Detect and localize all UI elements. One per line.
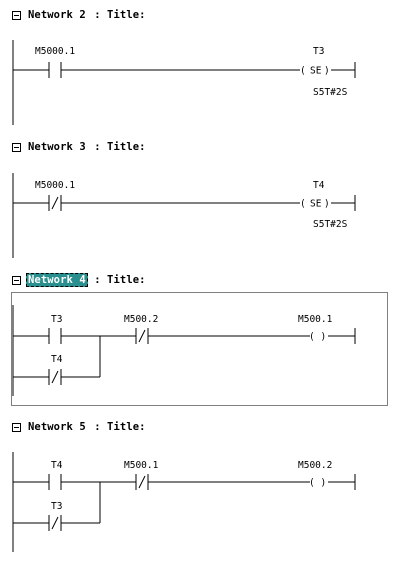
- nc-contact[interactable]: [48, 195, 62, 211]
- contact-label: M5000.1: [35, 180, 75, 191]
- coil-label: T3: [313, 46, 324, 57]
- collapse-toggle-icon[interactable]: [12, 10, 21, 20]
- network-3-header[interactable]: Network 3 : Title:: [12, 140, 146, 154]
- coil-text: SE: [310, 199, 322, 210]
- network-2-rung: M5000.1 ( SE ) T3 S5T#2S: [12, 40, 356, 125]
- network-3-rung: M5000.1 ( SE ) T4 S5T#2S: [12, 173, 356, 258]
- timer-coil[interactable]: ( SE ): [300, 66, 330, 77]
- coil-text: ( ): [309, 478, 326, 489]
- network-4-title[interactable]: Network 4 : Title:: [26, 273, 146, 287]
- network-2-title[interactable]: Network 2 : Title:: [28, 9, 146, 21]
- coil-text: ( ): [309, 332, 326, 343]
- contact-label: T3: [51, 501, 62, 512]
- coil-text: SE: [310, 66, 322, 77]
- coil-param: S5T#2S: [313, 87, 348, 98]
- network-5-rung: T4 T3 M500.1 ( ) M500.2: [12, 452, 356, 552]
- coil-label: M500.1: [298, 314, 333, 325]
- contact-label: T3: [51, 314, 62, 325]
- network-4-selection-frame[interactable]: [11, 292, 388, 406]
- output-coil[interactable]: ( ): [309, 332, 326, 343]
- contact-label: T4: [51, 354, 63, 365]
- contact-label: T4: [51, 460, 63, 471]
- network-4-rung: T3 T4 M500.2 ( ) M500.1: [12, 305, 356, 396]
- network-5-header[interactable]: Network 5 : Title:: [12, 420, 146, 434]
- network-5-title[interactable]: Network 5 : Title:: [28, 421, 146, 433]
- coil-open-paren: (: [300, 66, 306, 77]
- nc-contact[interactable]: [48, 369, 62, 385]
- network-2-header[interactable]: Network 2 : Title:: [12, 8, 146, 22]
- contact-label: M500.1: [124, 460, 159, 471]
- nc-contact[interactable]: [135, 474, 149, 490]
- nc-contact[interactable]: [48, 515, 62, 531]
- no-contact[interactable]: [48, 62, 62, 78]
- coil-param: S5T#2S: [313, 219, 348, 230]
- coil-close-paren: ): [324, 66, 330, 77]
- coil-close-paren: ): [324, 199, 330, 210]
- coil-label: M500.2: [298, 460, 332, 471]
- network-4-header[interactable]: Network 4 : Title:: [12, 273, 146, 287]
- timer-coil[interactable]: ( SE ): [300, 199, 330, 210]
- coil-open-paren: (: [300, 199, 306, 210]
- network-3-title[interactable]: Network 3 : Title:: [28, 141, 146, 153]
- no-contact[interactable]: [48, 474, 62, 490]
- coil-label: T4: [313, 180, 325, 191]
- contact-label: M500.2: [124, 314, 158, 325]
- contact-label: M5000.1: [35, 46, 75, 57]
- output-coil[interactable]: ( ): [309, 478, 326, 489]
- collapse-toggle-icon[interactable]: [12, 422, 21, 432]
- no-contact[interactable]: [48, 328, 62, 344]
- collapse-toggle-icon[interactable]: [12, 142, 21, 152]
- selected-network-name[interactable]: Network 4: [26, 273, 88, 287]
- collapse-toggle-icon[interactable]: [12, 275, 21, 285]
- nc-contact[interactable]: [135, 328, 149, 344]
